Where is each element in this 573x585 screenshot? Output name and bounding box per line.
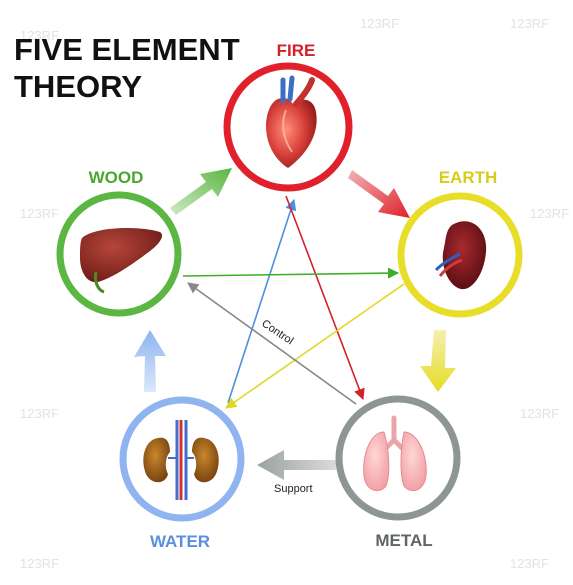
title-line-1: FIVE ELEMENT <box>14 32 240 67</box>
metal-element: METAL <box>339 399 457 550</box>
support-label: Support <box>274 483 313 495</box>
watermark-text: 123RF <box>20 406 59 421</box>
control-arrow-earth-water <box>226 284 404 408</box>
support-arrow-metal-water <box>257 450 336 480</box>
watermark-text: 123RF <box>510 16 549 31</box>
support-arrow-wood-fire <box>170 168 232 215</box>
control-label: Control <box>259 318 295 348</box>
control-arrow-water-fire <box>228 200 294 403</box>
watermark-text: 123RF <box>20 206 59 221</box>
watermark-text: 123RF <box>510 556 549 571</box>
watermark-text: 123RF <box>530 206 569 221</box>
wood-label: WOOD <box>89 168 144 187</box>
support-arrow-water-wood <box>134 330 166 392</box>
fire-element: FIRE <box>227 41 349 188</box>
earth-label: EARTH <box>439 168 498 187</box>
wood-element: WOOD <box>60 168 178 313</box>
watermark-text: 123RF <box>20 556 59 571</box>
water-label: WATER <box>150 532 210 551</box>
control-arrows <box>183 196 404 408</box>
watermark-text: 123RF <box>360 16 399 31</box>
metal-label: METAL <box>375 531 432 550</box>
title-line-2: THEORY <box>14 69 142 104</box>
control-arrow-metal-wood <box>188 283 356 404</box>
watermark-text: 123RF <box>520 406 559 421</box>
support-arrow-fire-earth <box>348 170 410 218</box>
control-arrow-wood-earth <box>183 273 398 276</box>
metal-circle <box>339 399 457 517</box>
earth-element: EARTH <box>401 168 519 314</box>
fire-label: FIRE <box>277 41 316 60</box>
water-element: WATER <box>123 400 241 551</box>
support-arrow-earth-metal <box>420 330 456 392</box>
control-arrow-fire-metal <box>286 196 363 399</box>
